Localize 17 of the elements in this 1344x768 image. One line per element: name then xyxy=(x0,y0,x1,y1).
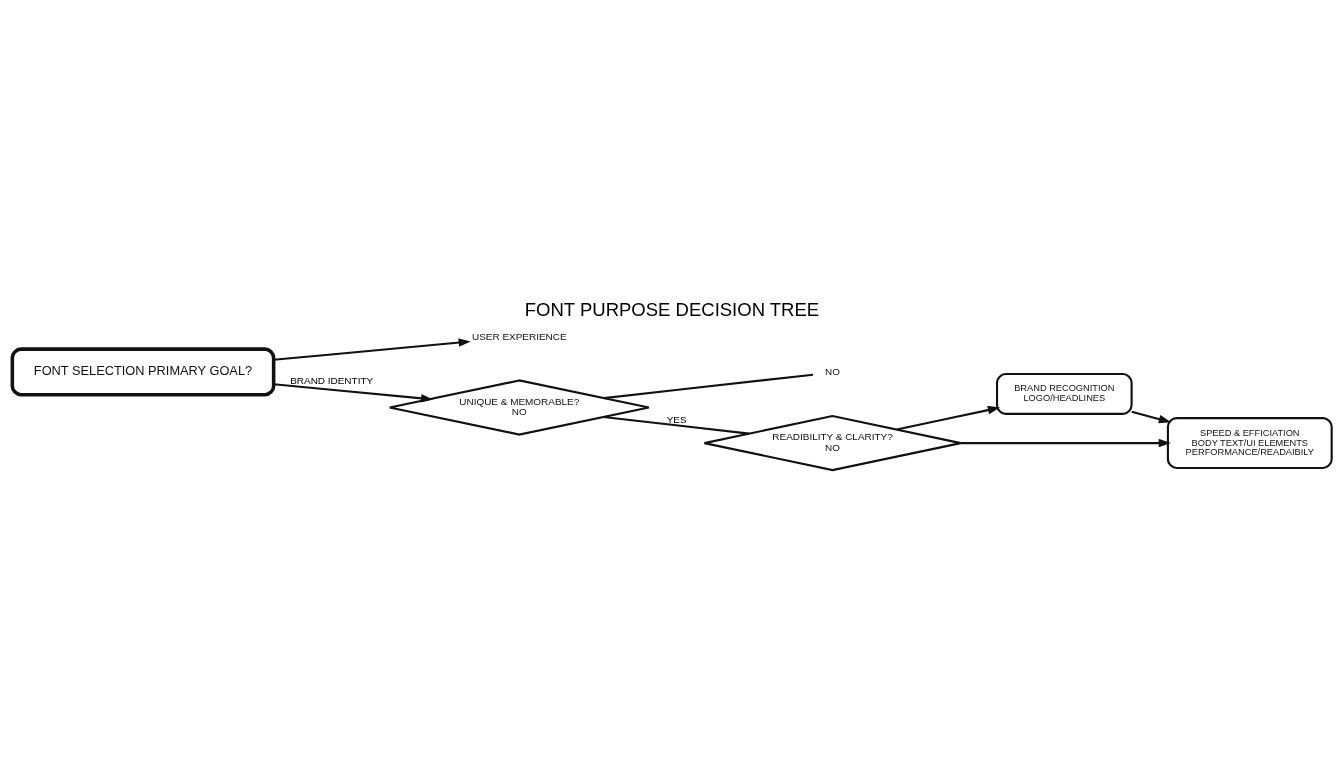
node-box: SPEED & EFFICIATION BODY TEXT/UI ELEMENTS PERFORMANCE/READAIBILY xyxy=(1166,417,1333,470)
node-diamond: READIBILITY & CLARITY? NO xyxy=(703,414,962,472)
arrow xyxy=(1131,410,1171,424)
arrow xyxy=(273,338,471,361)
arrow xyxy=(273,383,434,403)
connector xyxy=(603,415,750,435)
node-diamond: UNIQUE & MEMORABLE? NO xyxy=(388,379,650,436)
node-text: USER EXPERIENCE xyxy=(471,330,567,342)
arrow xyxy=(960,438,1171,448)
node-box: BRAND RECOGNITION LOGO/HEADLINES xyxy=(995,372,1133,415)
node-text: NO xyxy=(825,366,841,378)
arrow xyxy=(896,405,1000,431)
diagram-title: FONT PURPOSE DECISION TREE xyxy=(524,298,820,320)
connector xyxy=(603,373,814,400)
edge-label: BRAND IDENTITY xyxy=(290,375,374,387)
node-box: FONT SELECTION PRIMARY GOAL? xyxy=(10,347,276,397)
edge-label: YES xyxy=(666,413,687,425)
